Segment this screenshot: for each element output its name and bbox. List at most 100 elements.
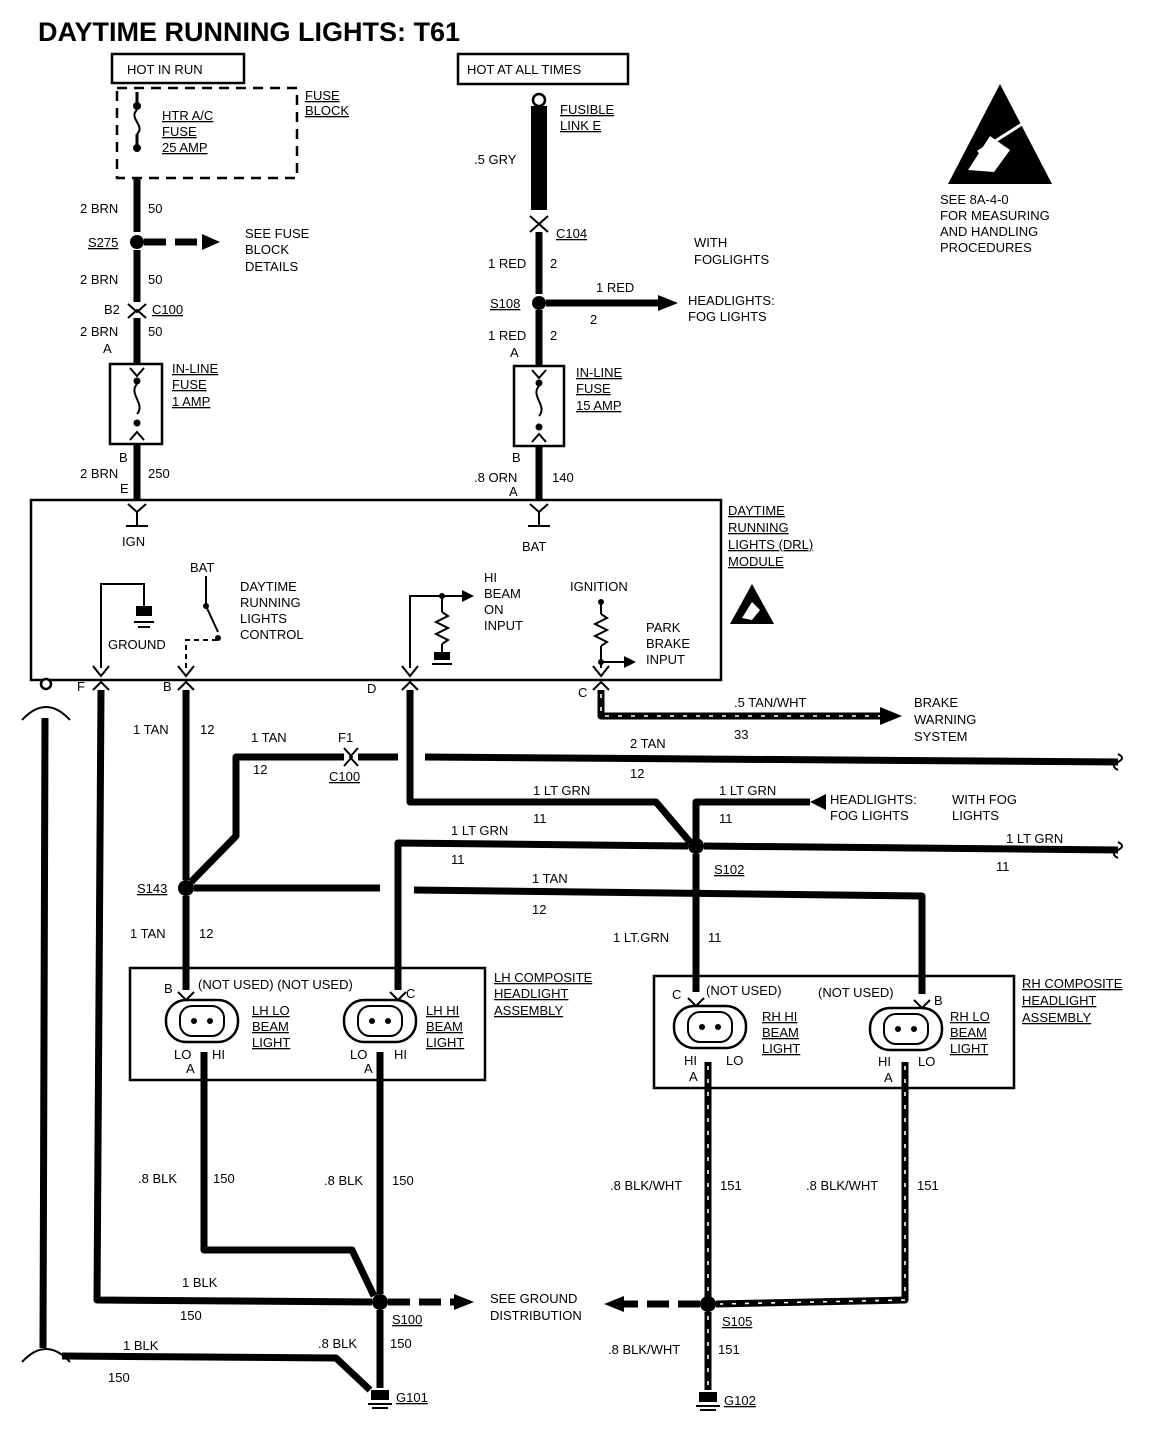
lh-hi-lamp-label: LH HI BEAM LIGHT (426, 1003, 464, 1050)
wire-label-brn-3: 2 BRN (80, 324, 118, 339)
rh-hi-lamp-label: RH HI BEAM LIGHT (762, 1009, 800, 1056)
rh-not-used-1: (NOT USED) (706, 983, 782, 998)
svg-text:SEE FUSE: SEE FUSE (245, 226, 310, 241)
brake-warning-arrowhead (880, 707, 902, 725)
svg-text:IN-LINE: IN-LINE (576, 365, 623, 380)
circuit-12-4: 12 (532, 902, 546, 917)
svg-text:HEADLIGHT: HEADLIGHT (1022, 993, 1096, 1008)
wire-label-red-3: 1 RED (488, 328, 526, 343)
circuit-2-1: 2 (550, 256, 557, 271)
svg-text:BEAM: BEAM (252, 1019, 289, 1034)
drl-module-title: DAYTIME RUNNING LIGHTS (DRL) MODULE (728, 503, 813, 569)
svg-text:RH LO: RH LO (950, 1009, 990, 1024)
pin-a-left-fuse: A (103, 341, 112, 356)
svg-text:INPUT: INPUT (646, 652, 685, 667)
wire-label-tan-wht: .5 TAN/WHT (734, 695, 807, 710)
hot-in-run-box (110, 52, 246, 85)
circuit-33: 33 (734, 727, 748, 742)
wire-label-ltgrn-1: 1 LT GRN (533, 783, 590, 798)
svg-text:1 AMP: 1 AMP (172, 394, 210, 409)
hi-beam-input-label: HI BEAM ON INPUT (484, 570, 523, 633)
htr-fuse-label: HTR A/C FUSE 25 AMP (162, 108, 213, 155)
svg-text:LH LO: LH LO (252, 1003, 290, 1018)
pin-c-module: C (578, 685, 587, 700)
rh-hi-hi: HI (684, 1053, 697, 1068)
pin-a-right-fuse: A (510, 345, 519, 360)
svg-text:FOGLIGHTS: FOGLIGHTS (694, 252, 769, 267)
circuit-50-2: 50 (148, 272, 162, 287)
svg-text:FOG LIGHTS: FOG LIGHTS (688, 309, 767, 324)
splice-s105-label: S105 (722, 1314, 752, 1329)
wire-label-ltgrn-4: 1 LT GRN (1006, 831, 1063, 846)
svg-text:LH HI: LH HI (426, 1003, 459, 1018)
circuit-250: 250 (148, 466, 170, 481)
splice-s105 (700, 1296, 716, 1312)
svg-text:WARNING: WARNING (914, 712, 976, 727)
connector-c100-f1 (343, 747, 359, 767)
splice-s108-label: S108 (490, 296, 520, 311)
pin-d: D (367, 681, 376, 696)
rh-lo-beam-lamp (868, 999, 944, 1052)
s275-arrowhead (202, 234, 220, 250)
svg-text:BEAM: BEAM (426, 1019, 463, 1034)
lh-hi-beam-lamp (342, 991, 418, 1044)
wire-label-gry: .5 GRY (474, 152, 517, 167)
wire-label-ltgrn-3: 1 LT GRN (451, 823, 508, 838)
hi-beam-input-circuit (409, 590, 474, 668)
module-bat-switch-label: BAT (190, 560, 214, 575)
lh-hi-hi: HI (394, 1047, 407, 1062)
ground-g101-icon (368, 1390, 392, 1409)
splice-s275-label: S275 (88, 235, 118, 250)
rh-hi-lo: LO (726, 1053, 743, 1068)
wire-label-brn-4: 2 BRN (80, 466, 118, 481)
svg-text:LIGHT: LIGHT (762, 1041, 800, 1056)
break-mark-2-tan (1113, 753, 1123, 771)
left-ground-connector (21, 677, 71, 721)
rh-pin-c: C (672, 987, 681, 1002)
wire-label-tan-3: 1 TAN (532, 871, 568, 886)
wire-tan-wht-33-stripe (600, 694, 880, 717)
fuse-block-outline (115, 86, 299, 180)
lh-assembly-title: LH COMPOSITE HEADLIGHT ASSEMBLY (494, 970, 593, 1018)
svg-text:DISTRIBUTION: DISTRIBUTION (490, 1308, 582, 1323)
svg-text:PARK: PARK (646, 620, 681, 635)
svg-text:BRAKE: BRAKE (914, 695, 958, 710)
rh-lo-pin-a: A (884, 1070, 893, 1085)
module-ign-label: IGN (122, 534, 145, 549)
wire-label-blk-5: 1 BLK (123, 1338, 159, 1353)
circuit-140: 140 (552, 470, 574, 485)
svg-text:IN-LINE: IN-LINE (172, 361, 219, 376)
svg-text:HEADLIGHT: HEADLIGHT (494, 986, 568, 1001)
rh-not-used-2: (NOT USED) (818, 985, 894, 1000)
htr-fuse-symbol (133, 92, 141, 152)
svg-text:LINK E: LINK E (560, 118, 602, 133)
break-mark-ltgrn (1113, 841, 1123, 859)
s105-arrowhead (604, 1296, 624, 1312)
svg-text:FOR MEASURING: FOR MEASURING (940, 208, 1050, 223)
circuit-150-4: 150 (390, 1336, 412, 1351)
lh-assembly-box (128, 966, 487, 1082)
headlights-fog-mid-label: HEADLIGHTS: FOG LIGHTS (830, 792, 917, 823)
hot-at-all-times-box (456, 52, 630, 86)
headlights-fog-top-label: HEADLIGHTS: FOG LIGHTS (688, 293, 775, 324)
foglights-arrowhead (658, 295, 678, 311)
svg-text:FUSE: FUSE (576, 381, 611, 396)
connector-f1-label: F1 (338, 730, 353, 745)
wire-blk-150-left (39, 717, 49, 1349)
wire-ltgrn-11-module (406, 690, 693, 845)
esd-note: SEE 8A-4-0 FOR MEASURING AND HANDLING PR… (940, 192, 1050, 255)
wire-blkwht-151-rh-lo-stripe (719, 1066, 906, 1305)
circuit-11-2: 11 (719, 811, 733, 826)
circuit-11-3: 11 (451, 852, 465, 867)
svg-text:DAYTIME: DAYTIME (728, 503, 785, 518)
svg-text:BEAM: BEAM (950, 1025, 987, 1040)
svg-text:HTR A/C: HTR A/C (162, 108, 213, 123)
svg-text:BLOCK: BLOCK (305, 103, 349, 118)
ground-g101-label: G101 (396, 1390, 428, 1405)
lh-hi-lo: LO (350, 1047, 367, 1062)
wire-label-blk-3: 1 BLK (182, 1275, 218, 1290)
wire-label-red-1: 1 RED (488, 256, 526, 271)
svg-text:BEAM: BEAM (484, 586, 521, 601)
rh-pin-b: B (934, 993, 943, 1008)
